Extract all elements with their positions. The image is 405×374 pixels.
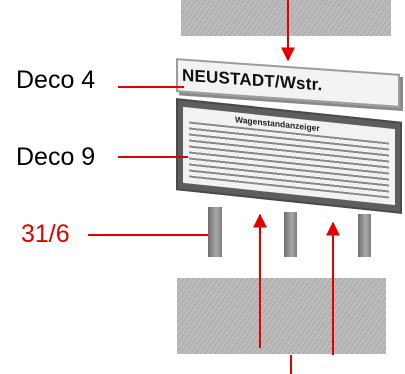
sign-leg [358,214,371,257]
sign-leg [208,207,222,257]
platform-top-slab [181,0,391,36]
platform-bottom-slab [177,278,386,354]
label-deco9: Deco 9 [16,143,96,171]
label-pole-number: 31/6 [21,220,70,248]
label-deco4: Deco 4 [16,66,96,94]
sign-leg [284,212,297,257]
